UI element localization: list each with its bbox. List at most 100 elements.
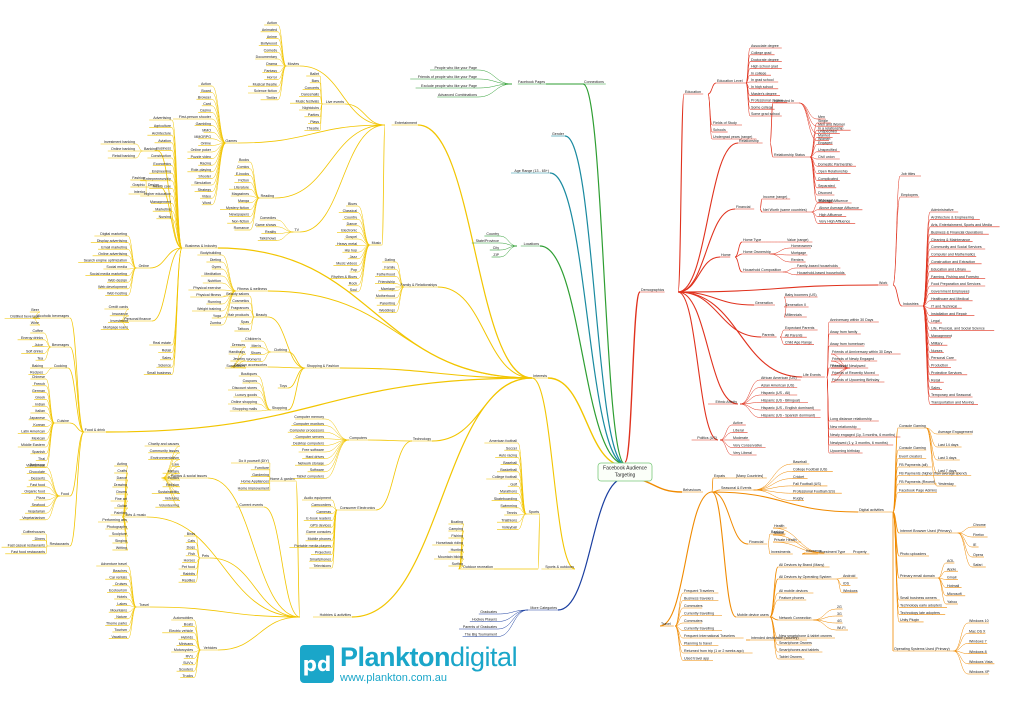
node-physical-exercise: Physical exercise (193, 286, 221, 290)
node-child-age-range: Child Age Range (785, 341, 812, 345)
branch-link (146, 516, 301, 618)
node-shoes: Shoes (251, 351, 261, 355)
branch-link (753, 471, 793, 491)
node-comedies: Comedies (260, 216, 276, 220)
node-gospel: Gospel (346, 235, 358, 239)
node-beaches: Beaches (113, 569, 127, 573)
branch-link (582, 83, 626, 465)
node-swimming: Swimming (500, 504, 517, 508)
node-economics: Economics (153, 162, 171, 166)
node-manga: Manga (238, 199, 249, 203)
branch-link (257, 409, 271, 412)
logo-word-bold: Plankton (340, 642, 451, 672)
node-singing: Singing (115, 539, 127, 543)
branch-link (734, 256, 743, 273)
node-social-media: Social media (106, 265, 127, 269)
branch-link (417, 124, 533, 379)
node-ios: iOS (843, 582, 850, 586)
node-higher-education: Higher education (144, 192, 171, 196)
node-jazz: Jazz (350, 255, 358, 259)
branch-link (277, 65, 287, 94)
branch-link (953, 622, 969, 652)
node-shopping-fashion: Shopping & Fashion (307, 364, 339, 368)
branch-link (45, 495, 60, 514)
node-civil-union: Civil union (818, 155, 835, 159)
branch-link (193, 649, 201, 678)
node-painting: Painting (114, 511, 127, 515)
branch-link (719, 439, 733, 448)
branch-link (171, 247, 183, 375)
node-friends-of-recently-moved: Friends of Recently Moved (832, 371, 875, 375)
branch-link (957, 532, 973, 568)
node-retail: Retail (162, 349, 171, 353)
node-sculpture: Sculpture (112, 532, 127, 536)
branch-link (395, 286, 405, 306)
branch-link (769, 616, 779, 660)
node-advertising: Advertising (153, 116, 171, 120)
node-car-rentals: Car rentals (109, 575, 127, 579)
node-mortgage: Mortgage (791, 251, 806, 255)
branch-link (624, 291, 641, 463)
branch-link (719, 432, 733, 441)
node-theatre: Theatre (307, 127, 319, 131)
node-high-affluence: High Affluence (819, 213, 842, 217)
node-architecture-engineering: Architecture & Engineering (931, 216, 974, 220)
branch-link (257, 375, 271, 411)
node-camcorders: Camcorders (311, 503, 331, 507)
branch-link (193, 649, 201, 672)
branch-link (381, 124, 386, 246)
node-parents: Parents (762, 333, 775, 337)
node-cleaning-maintenance: Cleaning & Maintenance (931, 238, 970, 242)
logo-url: www.plankton.com.au (340, 672, 447, 684)
node-action: Action (201, 82, 211, 86)
branch-link (277, 38, 287, 67)
node-coupons: Coupons (243, 379, 258, 383)
node-nursing: Nursing (159, 215, 171, 219)
node-away-from-hometown: Away from hometown (830, 342, 865, 346)
node-marriage: Marriage (381, 287, 395, 291)
node-cuisine: Cuisine (57, 419, 69, 423)
node-education: Education (685, 90, 701, 94)
node-yesterday: Yesterday (938, 482, 954, 486)
branch-link (753, 463, 793, 491)
node-scooters: Scooters (179, 667, 193, 671)
node-hunting: Hunting (451, 548, 463, 552)
branch-link (171, 218, 183, 249)
node-baby-boomers-us: Baby boomers (US) (785, 293, 817, 297)
branch-link (69, 431, 85, 547)
node-internet-browser-used-primary: Internet Browser Used (Primary) (900, 529, 952, 533)
node-veterans: Veterans (165, 497, 179, 501)
node-tourism: Tourism (114, 628, 127, 632)
node-desserts: Desserts (31, 476, 45, 480)
branch-link (319, 103, 323, 131)
node-bodybuilding: Bodybuilding (200, 251, 221, 255)
branch-link (759, 208, 763, 213)
node-display-advertising: Display advertising (97, 239, 127, 243)
node-books: Books (239, 158, 249, 162)
branch-link (564, 135, 626, 465)
node-investment: Investment (110, 319, 128, 323)
node-tablet-owners: Tablet Owners (779, 655, 802, 659)
node-politics-us: Politics (US) (697, 436, 717, 440)
branch-link (772, 534, 825, 554)
node-card: Card (203, 102, 211, 106)
node-farming-fishing-and-forestry: Farming, Fishing and Forestry (931, 275, 979, 279)
node-drama: Drama (266, 62, 277, 66)
node-fatherhood: Fatherhood (377, 273, 395, 277)
node-hip-hop: Hip hop (345, 248, 357, 252)
node-facebook-pages: Facebook Pages (518, 80, 545, 84)
branch-link (937, 562, 947, 579)
branch-link (826, 376, 830, 454)
branch-link (677, 256, 721, 293)
branch-link (925, 427, 938, 474)
node-agriculture: Agriculture (154, 124, 171, 128)
node-property: Property (853, 550, 867, 554)
branch-link (739, 403, 761, 418)
branch-link (769, 142, 774, 158)
branch-link (45, 495, 60, 521)
branch-link (769, 616, 779, 653)
node-very-conservative: Very Conservative (733, 444, 762, 448)
node-transportation-and-moving: Transportation and Moving (931, 401, 974, 405)
branch-link (211, 142, 227, 206)
